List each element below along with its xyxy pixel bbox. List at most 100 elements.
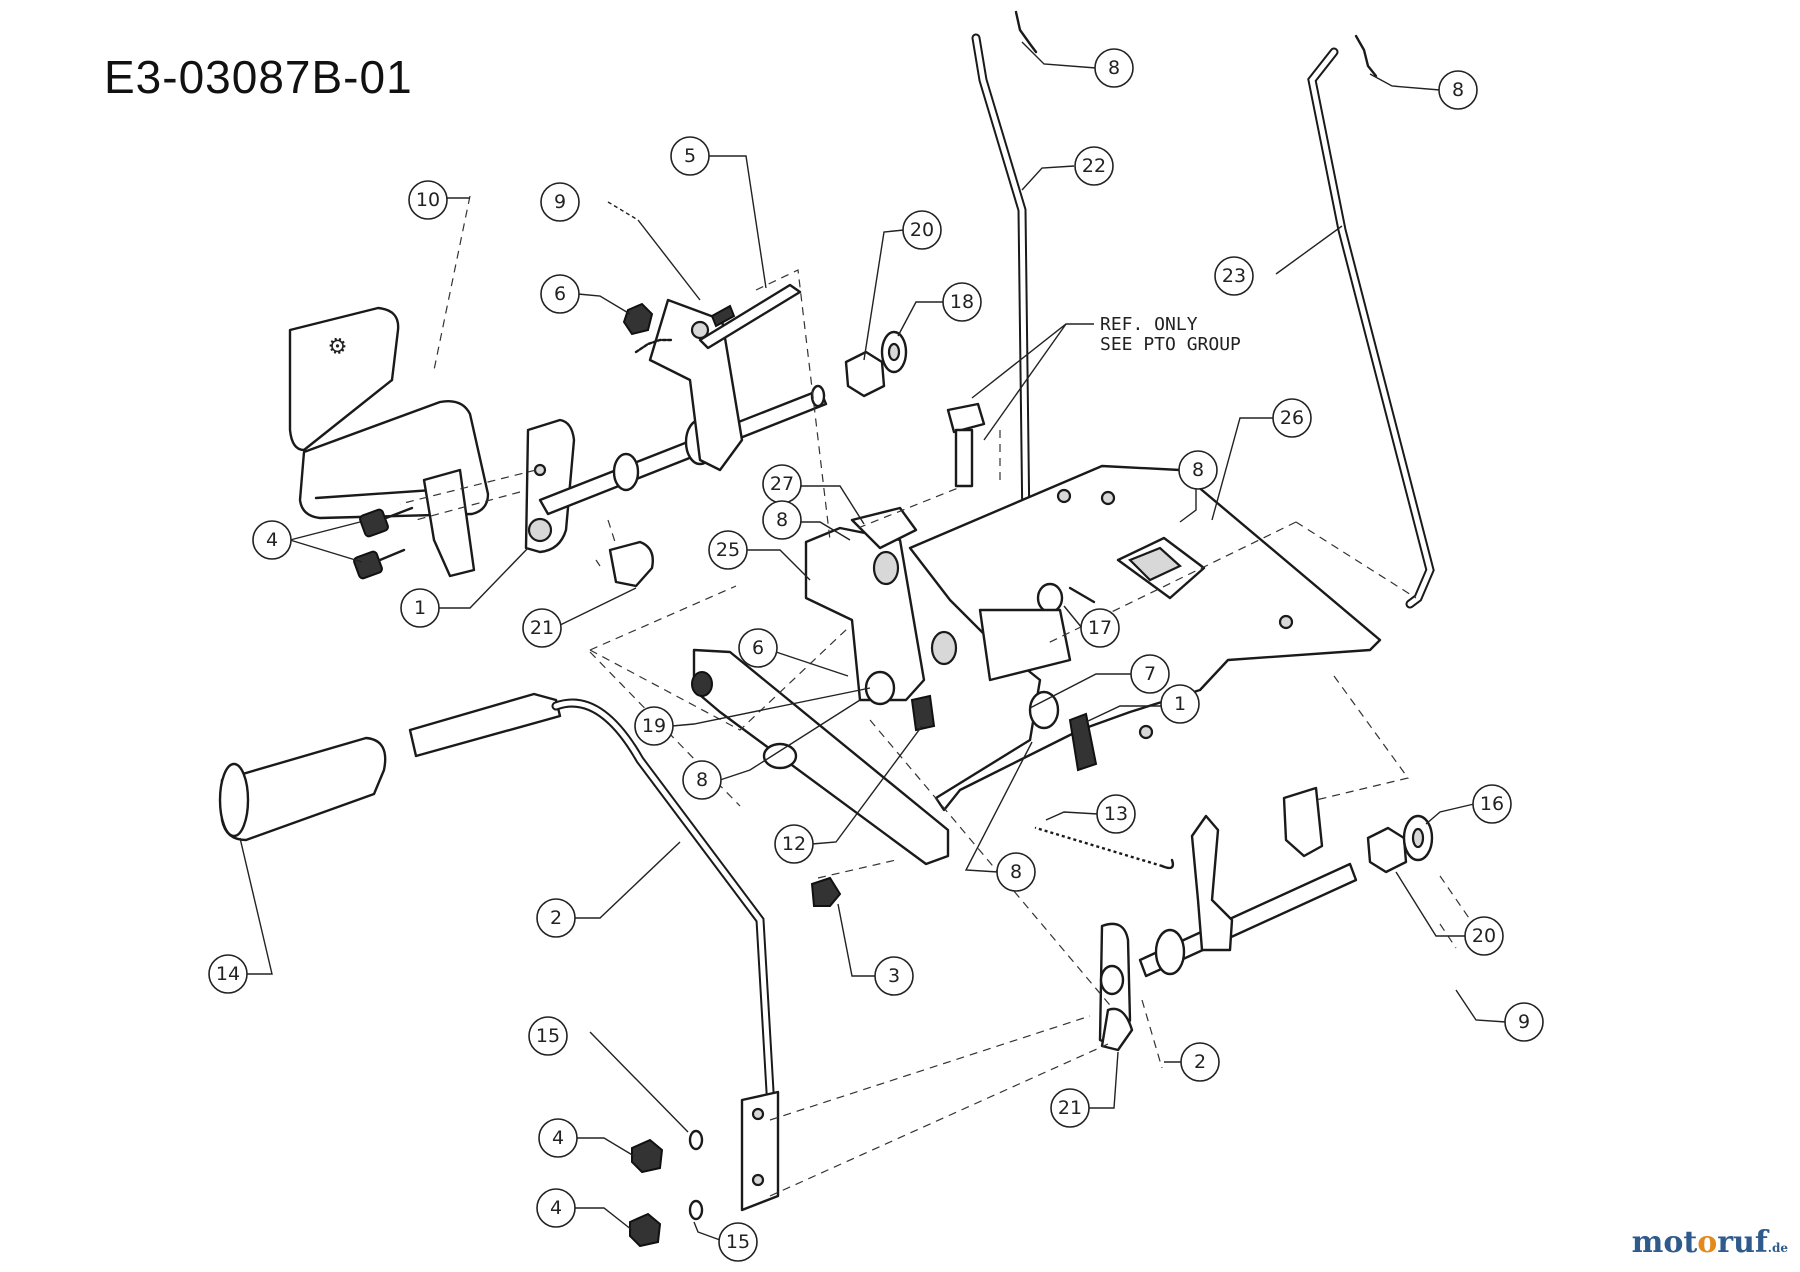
svg-text:18: 18 — [950, 291, 974, 313]
center-linkage — [804, 506, 1098, 772]
callout-21b: 21 — [1050, 1051, 1119, 1128]
bolts-4-upper — [353, 506, 414, 580]
svg-text:5: 5 — [684, 145, 696, 167]
svg-text:12: 12 — [782, 833, 806, 855]
svg-text:8: 8 — [1192, 459, 1204, 481]
svg-text:20: 20 — [910, 219, 934, 241]
callout-22: 22 — [1021, 146, 1114, 191]
svg-text:19: 19 — [642, 715, 666, 737]
svg-text:2: 2 — [550, 907, 562, 929]
callout-13: 13 — [1045, 794, 1136, 834]
brand-name-b: ruf — [1717, 1225, 1768, 1260]
callout-4c: 4 — [536, 1188, 633, 1231]
sector-plate-5 — [634, 283, 802, 472]
svg-text:13: 13 — [1104, 803, 1128, 825]
callout-20b: 20 — [1395, 871, 1504, 956]
callout-19: 19 — [634, 687, 871, 746]
svg-text:3: 3 — [888, 965, 900, 987]
bolt-3 — [810, 876, 842, 907]
brand-name-accent: o — [1697, 1225, 1718, 1260]
brand-tld: .de — [1767, 1241, 1788, 1255]
svg-text:26: 26 — [1280, 407, 1304, 429]
svg-text:2: 2 — [1194, 1051, 1206, 1073]
svg-text:4: 4 — [550, 1197, 562, 1219]
svg-text:20: 20 — [1472, 925, 1496, 947]
svg-text:21: 21 — [1058, 1097, 1082, 1119]
main-frame-plate — [908, 464, 1382, 812]
svg-text:4: 4 — [266, 529, 278, 551]
callout-6b: 6 — [738, 628, 849, 677]
callout-15b: 15 — [693, 1221, 758, 1262]
svg-text:6: 6 — [752, 637, 764, 659]
rod-23 — [1307, 34, 1435, 609]
svg-text:1: 1 — [414, 597, 426, 619]
svg-text:4: 4 — [552, 1127, 564, 1149]
brand-watermark: motoruf.de — [1632, 1225, 1788, 1260]
callout-7: 7 — [1029, 654, 1170, 709]
pto-bolt-ref — [946, 402, 986, 488]
callout-4b: 4 — [538, 1118, 635, 1158]
svg-text:15: 15 — [726, 1231, 750, 1253]
callout-4a: 4 — [252, 520, 363, 563]
svg-text:9: 9 — [1518, 1011, 1530, 1033]
ref-note-line1: REF. ONLY — [1100, 314, 1198, 335]
ref-note-group: REF. ONLY SEE PTO GROUP — [971, 314, 1241, 441]
diagram-title: E3-03087B-01 — [104, 51, 413, 103]
svg-text:22: 22 — [1082, 155, 1106, 177]
svg-text:8: 8 — [1010, 861, 1022, 883]
callout-layer: 8 8 5 22 10 9 — [208, 41, 1544, 1262]
ref-note-line2: SEE PTO GROUP — [1100, 334, 1241, 355]
callout-8f: 8 — [964, 741, 1036, 892]
nut-washer-20-18-upper — [844, 330, 908, 398]
callout-9a: 9 — [540, 182, 701, 301]
callout-25: 25 — [708, 530, 811, 581]
callout-2a: 2 — [536, 841, 681, 938]
callout-2b: 2 — [1164, 1042, 1220, 1082]
callout-20a: 20 — [863, 210, 942, 361]
spring-13 — [1034, 825, 1175, 870]
svg-text:7: 7 — [1144, 663, 1156, 685]
lower-bracket-plate — [691, 648, 950, 866]
lower-fasteners — [629, 1129, 704, 1248]
svg-text:8: 8 — [1452, 79, 1464, 101]
callout-6a: 6 — [540, 274, 631, 315]
svg-text:8: 8 — [696, 769, 708, 791]
callout-16: 16 — [1425, 784, 1512, 825]
callout-5: 5 — [670, 136, 767, 289]
callout-27: 27 — [762, 464, 865, 525]
callout-26: 26 — [1211, 398, 1312, 521]
callout-8a: 8 — [1021, 41, 1134, 88]
svg-text:6: 6 — [554, 283, 566, 305]
rod-22 — [971, 10, 1038, 553]
bracket-1-upper — [422, 418, 576, 578]
callout-10: 10 — [408, 180, 470, 220]
svg-text:25: 25 — [716, 539, 740, 561]
callout-8b: 8 — [1369, 70, 1478, 110]
callout-18: 18 — [897, 282, 982, 337]
svg-text:21: 21 — [530, 617, 554, 639]
callout-9b: 9 — [1455, 989, 1544, 1042]
clip-21-upper — [608, 540, 654, 588]
callout-23: 23 — [1214, 225, 1343, 296]
callout-8e: 8 — [682, 699, 861, 800]
svg-text:8: 8 — [776, 509, 788, 531]
callout-8d: 8 — [762, 500, 851, 541]
lever-arm-2 — [408, 692, 780, 1212]
lower-right-shaft — [1098, 786, 1434, 1052]
callout-12: 12 — [774, 725, 923, 864]
svg-text:15: 15 — [536, 1025, 560, 1047]
callout-1a: 1 — [400, 547, 529, 628]
svg-text:8: 8 — [1108, 57, 1120, 79]
callout-15a: 15 — [528, 1016, 689, 1133]
brand-name-a: mot — [1631, 1225, 1698, 1260]
svg-text:16: 16 — [1480, 793, 1504, 815]
nut-6-upper — [622, 302, 654, 336]
svg-text:10: 10 — [416, 189, 440, 211]
callout-17: 17 — [1063, 605, 1120, 648]
callout-21a: 21 — [522, 587, 637, 648]
svg-text:23: 23 — [1222, 265, 1246, 287]
svg-text:1: 1 — [1174, 693, 1186, 715]
callout-1b: 1 — [1085, 684, 1200, 724]
svg-text:9: 9 — [554, 191, 566, 213]
